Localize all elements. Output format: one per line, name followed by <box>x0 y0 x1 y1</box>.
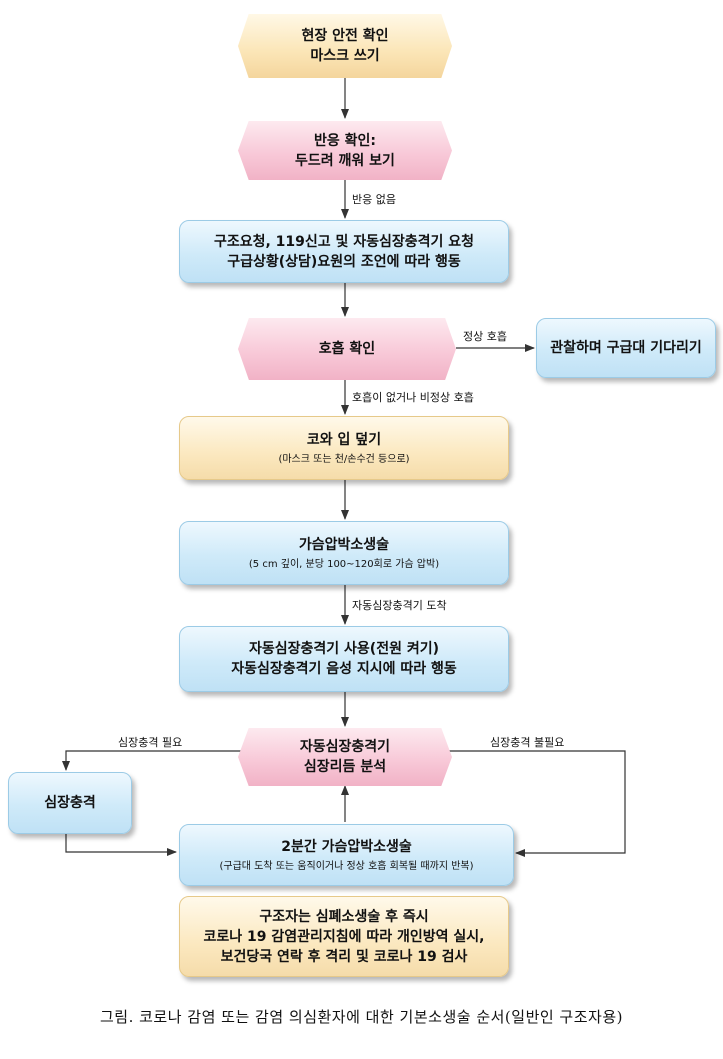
after-cpr-box: 구조자는 심폐소생술 후 즉시 코로나 19 감염관리지침에 따라 개인방역 실… <box>179 896 509 977</box>
cover-mouth-title: 코와 입 덮기 <box>306 431 382 448</box>
observe-wait-box: 관찰하며 구급대 기다리기 <box>536 318 716 378</box>
label-abnormal-breathing: 호흡이 없거나 비정상 호흡 <box>352 391 474 404</box>
label-no-response: 반응 없음 <box>352 193 396 206</box>
scene-safety-line2: 마스크 쓰기 <box>310 48 380 64</box>
check-breathing-line1: 호흡 확인 <box>318 341 376 357</box>
cpr-2min-box: 2분간 가슴압박소생술 (구급대 도착 또는 움직이거나 정상 호흡 회복될 때… <box>179 824 514 886</box>
label-aed-arrival: 자동심장충격기 도착 <box>352 599 447 612</box>
label-normal-breathing: 정상 호흡 <box>463 330 507 343</box>
figure-caption: 그림. 코로나 감염 또는 감염 의심환자에 대한 기본소생술 순서(일반인 구… <box>100 1008 623 1026</box>
label-shock-not-needed: 심장충격 불필요 <box>490 736 565 749</box>
call-help-line1: 구조요청, 119신고 및 자동심장충격기 요청 <box>213 233 475 250</box>
after-cpr-line1: 구조자는 심폐소생술 후 즉시 <box>259 908 429 925</box>
aed-analysis-line2: 심장리듬 분석 <box>303 759 387 775</box>
scene-safety-box: 현장 안전 확인 마스크 쓰기 <box>238 14 452 78</box>
arrow-analysis-to-cpr-noshock <box>439 750 626 857</box>
cpr-2min-sub: (구급대 도착 또는 움직이거나 정상 호흡 회복될 때까지 반복) <box>219 860 474 872</box>
use-aed-line2: 자동심장충격기 음성 지시에 따라 행동 <box>231 661 457 677</box>
check-response-line2: 두드려 깨워 보기 <box>295 152 395 169</box>
after-cpr-line2: 코로나 19 감염관리지침에 따라 개인방역 실시, <box>203 928 485 945</box>
aed-analysis-line1: 자동심장충격기 <box>299 739 391 755</box>
scene-safety-line1: 현장 안전 확인 <box>301 28 389 44</box>
chest-compression-box: 가슴압박소생술 (5 cm 깊이, 분당 100~120회로 가슴 압박) <box>179 521 509 585</box>
call-help-box: 구조요청, 119신고 및 자동심장충격기 요청 구급상황(상담)요원의 조언에… <box>179 220 509 283</box>
label-shock-needed: 심장충격 필요 <box>118 736 183 749</box>
observe-wait-line1: 관찰하며 구급대 기다리기 <box>550 340 702 356</box>
shock-line1: 심장충격 <box>44 795 96 811</box>
check-breathing-box: 호흡 확인 <box>238 318 456 380</box>
arrow-analysis-to-shock <box>62 750 258 771</box>
cover-mouth-box: 코와 입 덮기 (마스크 또는 천/손수건 등으로) <box>179 416 509 480</box>
call-help-line2: 구급상황(상담)요원의 조언에 따라 행동 <box>227 253 461 270</box>
chest-compression-sub: (5 cm 깊이, 분당 100~120회로 가슴 압박) <box>248 558 440 570</box>
after-cpr-line3: 보건당국 연락 후 격리 및 코로나 19 검사 <box>220 948 468 965</box>
use-aed-line1: 자동심장충격기 사용(전원 켜기) <box>249 641 439 657</box>
cover-mouth-sub: (마스크 또는 천/손수건 등으로) <box>278 453 410 465</box>
aed-analysis-box: 자동심장충격기 심장리듬 분석 <box>238 728 452 786</box>
cpr-2min-title: 2분간 가슴압박소생술 <box>281 838 412 855</box>
check-response-line1: 반응 확인: <box>314 132 376 149</box>
chest-compression-title: 가슴압박소생술 <box>298 536 390 553</box>
use-aed-box: 자동심장충격기 사용(전원 켜기) 자동심장충격기 음성 지시에 따라 행동 <box>179 626 509 692</box>
shock-box: 심장충격 <box>8 772 132 834</box>
check-response-box: 반응 확인: 두드려 깨워 보기 <box>238 121 452 180</box>
arrow-shock-to-cpr <box>65 834 177 856</box>
